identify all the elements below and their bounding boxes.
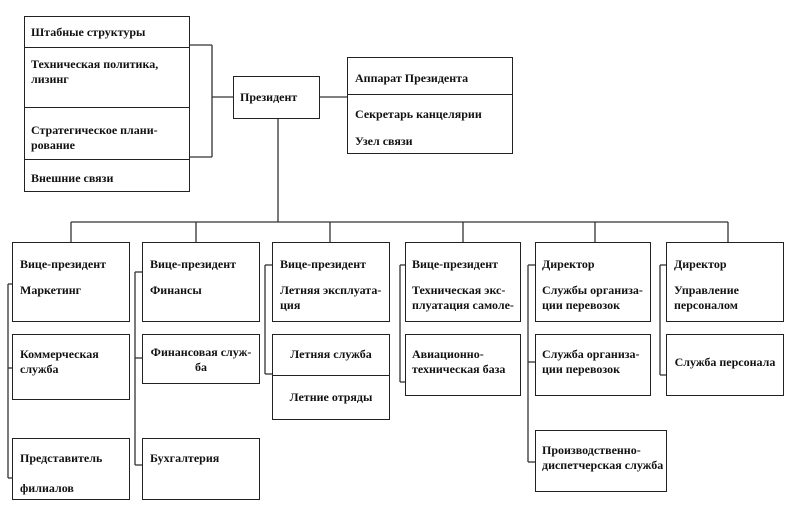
director-transport-box (535, 242, 651, 322)
transport-service-box (535, 334, 651, 396)
vp-finance-role: Вице-президент (150, 257, 237, 271)
staff-structures-box (24, 16, 190, 192)
finance-service-box (142, 334, 260, 384)
transport-service-label: Служба организа- ции перевозок (542, 347, 640, 376)
branch-representative-label: Представитель филиалов (20, 451, 103, 495)
personnel-service-label: Служба персонала (674, 355, 776, 369)
strategic-planning-label: Стратегическое плани- рование (31, 123, 158, 152)
flight-service-box (272, 334, 390, 420)
flight-service-label: Летняя служба (290, 347, 372, 361)
vp-tech-box (405, 242, 521, 322)
dispatch-service-label: Производственно- диспетчерская служба (542, 443, 664, 472)
vp-flight-role: Вице-президент (280, 257, 367, 271)
secretary-label: Секретарь канцелярии (355, 107, 482, 121)
director-personnel-name: Управление персоналом (674, 283, 739, 312)
accounting-label: Бухгалтерия (150, 451, 220, 465)
director-transport-name: Службы организа- ции перевозок (542, 283, 643, 312)
communication-node-label: Узел связи (355, 134, 413, 148)
apparatus-title: Аппарат Президента (355, 71, 469, 85)
flight-squads-label: Летние отряды (289, 390, 373, 404)
director-transport-role: Директор (542, 257, 595, 271)
vp-tech-role: Вице-президент (412, 257, 499, 271)
commercial-service-label: Коммерческая служба (20, 347, 99, 376)
vp-finance-box (142, 242, 260, 322)
staff-structures-title: Штабные структуры (31, 25, 146, 39)
vp-flight-box (272, 242, 390, 322)
vp-marketing-name: Маркетинг (20, 283, 82, 297)
tech-policy-label: Техническая политика, лизинг (31, 57, 159, 86)
director-personnel-box (666, 242, 784, 322)
president-label: Президент (240, 90, 298, 104)
director-personnel-role: Директор (674, 257, 727, 271)
finance-service-label: Финансовая служ- ба (150, 345, 252, 374)
vp-marketing-box (12, 242, 130, 322)
dispatch-service-box (535, 430, 667, 492)
vp-tech-name: Техническая экс- плуатация самоле- (412, 283, 514, 312)
external-relations-label: Внешние связи (31, 171, 114, 185)
personnel-service-box (666, 334, 784, 396)
aviation-tech-base-label: Авиационно- техническая база (412, 347, 506, 376)
apparatus-box (347, 57, 513, 154)
accounting-box (142, 438, 260, 500)
aviation-tech-base-box (405, 334, 521, 396)
branch-representative-box (12, 438, 130, 500)
vp-finance-name: Финансы (150, 283, 202, 297)
vp-marketing-role: Вице-президент (20, 257, 107, 271)
president-box (233, 76, 320, 119)
commercial-service-box (12, 334, 130, 400)
vp-flight-name: Летняя эксплуата- ция (280, 283, 382, 312)
